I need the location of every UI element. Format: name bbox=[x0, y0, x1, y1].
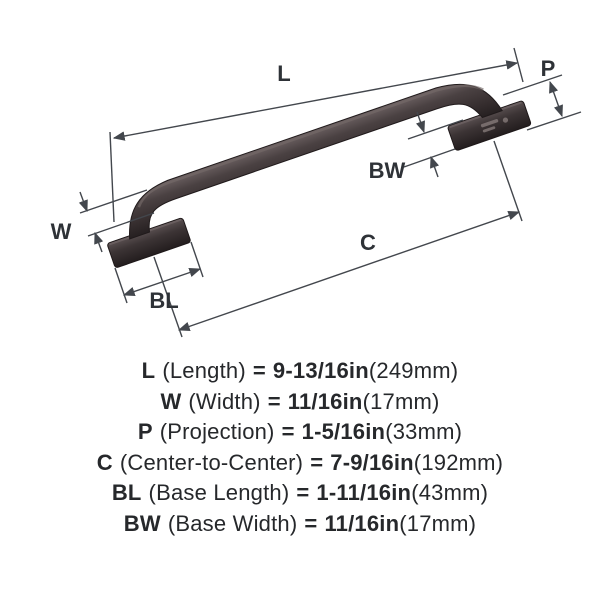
dim-W-arrow-top bbox=[78, 191, 88, 213]
spec-row: L(Length)=9-13/16in(249mm) bbox=[0, 356, 600, 387]
spec-value-mm: (249mm) bbox=[368, 358, 459, 383]
dim-C-line bbox=[177, 211, 521, 331]
equals-sign: = bbox=[310, 449, 324, 475]
dim-BW-ext-bottom bbox=[403, 148, 456, 168]
equals-sign: = bbox=[296, 480, 310, 505]
spec-abbr: P bbox=[137, 419, 153, 444]
spec-value-mm: (192mm) bbox=[413, 449, 504, 475]
spec-abbr: C bbox=[96, 449, 113, 475]
spec-value-in: 9-13/16in bbox=[272, 358, 369, 383]
dim-P-ext-bottom bbox=[526, 111, 582, 131]
spec-row: C(Center-to-Center)=7-9/16in(192mm) bbox=[0, 448, 600, 479]
equals-sign: = bbox=[281, 419, 295, 444]
dim-P-ext-top bbox=[502, 74, 563, 96]
dim-L-ext-right bbox=[513, 47, 524, 83]
dim-W-ext-top bbox=[79, 189, 148, 214]
spec-name: (Base Length) bbox=[148, 480, 290, 505]
diagram-area: L P BW W bbox=[51, 47, 582, 338]
dim-W-label: W bbox=[51, 219, 72, 244]
dim-BL-ext-left bbox=[114, 267, 128, 304]
dim-C-ext-right bbox=[493, 140, 523, 222]
spec-value-mm: (33mm) bbox=[385, 419, 463, 444]
dim-P-label: P bbox=[541, 56, 556, 81]
spec-value-mm: (17mm) bbox=[399, 510, 477, 536]
spec-name: (Base Width) bbox=[167, 510, 298, 536]
spec-value-in: 7-9/16in bbox=[330, 449, 414, 475]
pull-handle bbox=[107, 83, 532, 268]
dim-L-line bbox=[112, 60, 519, 141]
spec-value-mm: (43mm) bbox=[411, 480, 489, 505]
dim-L-label: L bbox=[277, 61, 290, 86]
spec-abbr: BW bbox=[123, 510, 161, 536]
dim-P-line bbox=[549, 80, 563, 118]
dim-BL-label: BL bbox=[149, 288, 178, 313]
dim-L-ext-left bbox=[109, 131, 115, 223]
spec-abbr: L bbox=[141, 358, 156, 383]
spec-name: (Center-to-Center) bbox=[119, 449, 304, 475]
spec-abbr: BL bbox=[111, 480, 142, 505]
dim-BW-arrow-bottom bbox=[430, 155, 440, 178]
spec-value-in: 1-5/16in bbox=[301, 419, 386, 444]
spec-abbr: W bbox=[160, 388, 182, 414]
dim-W bbox=[78, 189, 155, 253]
dim-BW-label: BW bbox=[369, 158, 406, 183]
dim-BL bbox=[114, 241, 204, 304]
spec-value-in: 11/16in bbox=[287, 388, 363, 414]
spec-row: BW(Base Width)=11/16in(17mm) bbox=[0, 509, 600, 540]
spec-value-mm: (17mm) bbox=[362, 388, 440, 414]
equals-sign: = bbox=[304, 510, 318, 536]
spec-name: (Width) bbox=[188, 388, 261, 414]
dim-W-arrow-bottom bbox=[94, 231, 104, 253]
dim-BW-arrow-top bbox=[415, 111, 425, 134]
spec-name: (Length) bbox=[162, 358, 246, 383]
spec-row: P(Projection)=1-5/16in(33mm) bbox=[0, 417, 600, 448]
spec-list: L(Length)=9-13/16in(249mm) W(Width)=11/1… bbox=[0, 356, 600, 539]
dim-BW-ext-top bbox=[407, 119, 464, 140]
spec-row: W(Width)=11/16in(17mm) bbox=[0, 387, 600, 418]
spec-row: BL(Base Length)=1-11/16in(43mm) bbox=[0, 478, 600, 509]
equals-sign: = bbox=[267, 388, 281, 414]
equals-sign: = bbox=[252, 358, 266, 383]
grip-bar bbox=[129, 83, 503, 240]
dim-BL-line bbox=[122, 267, 202, 297]
spec-value-in: 11/16in bbox=[324, 510, 400, 536]
dim-BW bbox=[403, 111, 464, 178]
spec-value-in: 1-11/16in bbox=[316, 480, 412, 505]
spec-name: (Projection) bbox=[159, 419, 275, 444]
dimension-diagram: L P BW W bbox=[51, 47, 582, 338]
dim-P bbox=[502, 74, 582, 131]
dim-C-label: C bbox=[360, 230, 376, 255]
dim-L bbox=[109, 47, 524, 223]
